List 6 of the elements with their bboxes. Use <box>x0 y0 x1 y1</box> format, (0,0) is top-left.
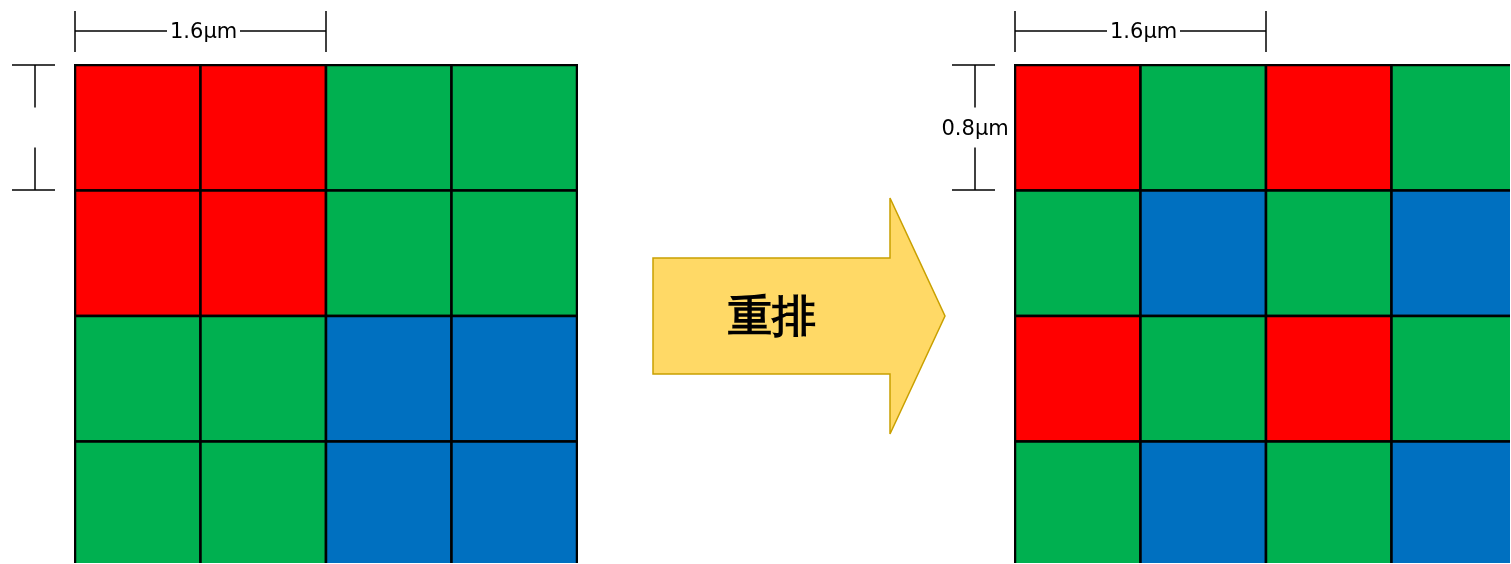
dimension-label: 1.6μm <box>167 19 241 43</box>
pixel-grid-drawing <box>1014 64 1510 563</box>
dimension-label: 1.6μm <box>1107 19 1181 43</box>
pixel-grid-drawing <box>74 64 578 563</box>
block-arrow <box>652 197 946 435</box>
edge-label: 重排 <box>727 291 816 341</box>
